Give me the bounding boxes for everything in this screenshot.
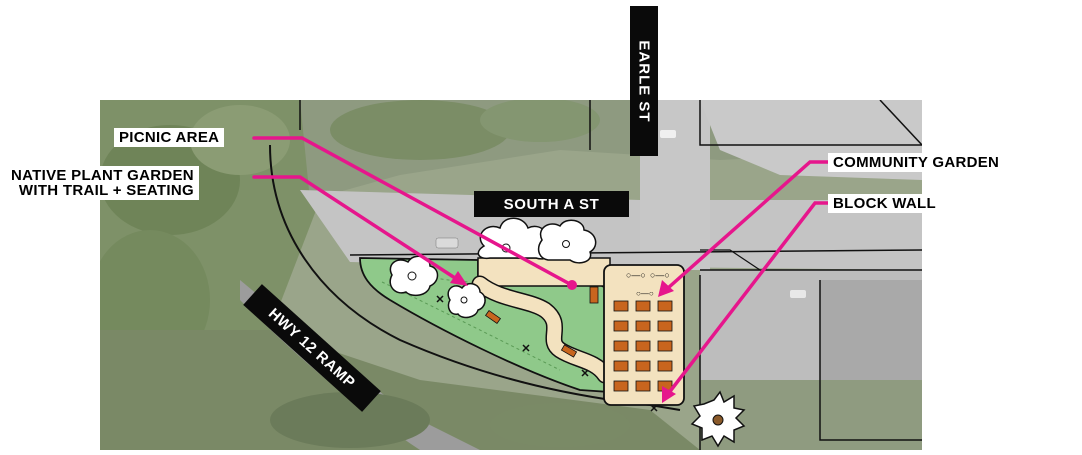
- planter-bed: [657, 340, 673, 352]
- planter-bed: [657, 300, 673, 312]
- callout-native-garden-line2: WITH TRAIL + SEATING: [18, 182, 194, 199]
- arrow-block-wall: [662, 386, 676, 403]
- planter-bed: [657, 320, 673, 332]
- tree-icon: [537, 219, 597, 264]
- callout-native-plant-garden: NATIVE PLANT GARDEN WITH TRAIL + SEATING: [6, 166, 199, 200]
- leader-lines: [252, 136, 830, 396]
- planter-bed: [613, 340, 629, 352]
- street-label-south-a-st: SOUTH A ST: [474, 191, 629, 217]
- callout-block-wall-text: BLOCK WALL: [833, 195, 936, 212]
- planter-bed: [613, 320, 629, 332]
- street-label-south-a-text: SOUTH A ST: [503, 195, 600, 213]
- planter-bed: [635, 360, 651, 372]
- callout-picnic-area: PICNIC AREA: [114, 128, 225, 147]
- tree-icon: [690, 390, 746, 448]
- planter-bed: [635, 320, 651, 332]
- planter-bed: [613, 380, 629, 392]
- planter-bed: [635, 300, 651, 312]
- planter-bed: [635, 340, 651, 352]
- leader-block-wall: [666, 201, 830, 396]
- trail: [471, 275, 614, 384]
- planter-bed: [613, 300, 629, 312]
- street-label-earle-st: EARLE ST: [630, 6, 658, 156]
- aerial-photo: [100, 100, 922, 450]
- arrow-community-garden: [658, 280, 674, 297]
- callout-picnic-area-text: PICNIC AREA: [119, 129, 220, 146]
- leader-picnic-area: [252, 136, 570, 285]
- callout-community-garden: COMMUNITY GARDEN: [828, 153, 1005, 172]
- shrub-icon: [447, 282, 486, 319]
- arrow-native-garden: [450, 271, 468, 286]
- planter-bed: [657, 360, 673, 372]
- svg-text:○—○: ○—○: [636, 289, 654, 298]
- callout-native-garden-line1: NATIVE PLANT GARDEN: [11, 167, 194, 184]
- planter-grid: [613, 300, 673, 392]
- planter-bed: [613, 360, 629, 372]
- svg-text:○—○: ○—○: [626, 270, 646, 280]
- callout-block-wall: BLOCK WALL: [828, 194, 941, 213]
- x-marker-icon: [436, 295, 658, 412]
- bench-icon: [589, 286, 599, 304]
- picnic-strip: [477, 257, 611, 287]
- svg-text:○—○: ○—○: [650, 270, 670, 280]
- shrub-icon: [389, 255, 439, 297]
- bench-icon: [484, 309, 578, 358]
- leader-native-garden: [252, 175, 457, 280]
- street-label-earle-text: EARLE ST: [635, 39, 653, 123]
- planter-bed: [635, 380, 651, 392]
- callout-community-garden-text: COMMUNITY GARDEN: [833, 154, 1000, 171]
- arrowheads: [450, 271, 676, 403]
- leader-community-garden: [666, 160, 830, 290]
